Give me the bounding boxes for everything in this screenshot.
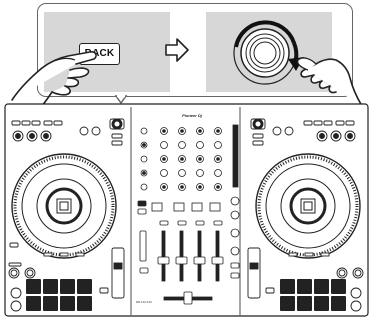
right-hand-turning-icon xyxy=(270,40,370,110)
model-label: DDJ-FLX10 xyxy=(136,300,166,304)
left-jog-wheel xyxy=(12,154,116,258)
right-arrow-icon xyxy=(163,36,191,64)
left-hand-pointing-icon xyxy=(10,30,130,110)
right-jog-wheel xyxy=(256,154,360,258)
brand-logo: Pioneer Dj xyxy=(172,113,212,118)
dj-controller xyxy=(4,103,369,317)
